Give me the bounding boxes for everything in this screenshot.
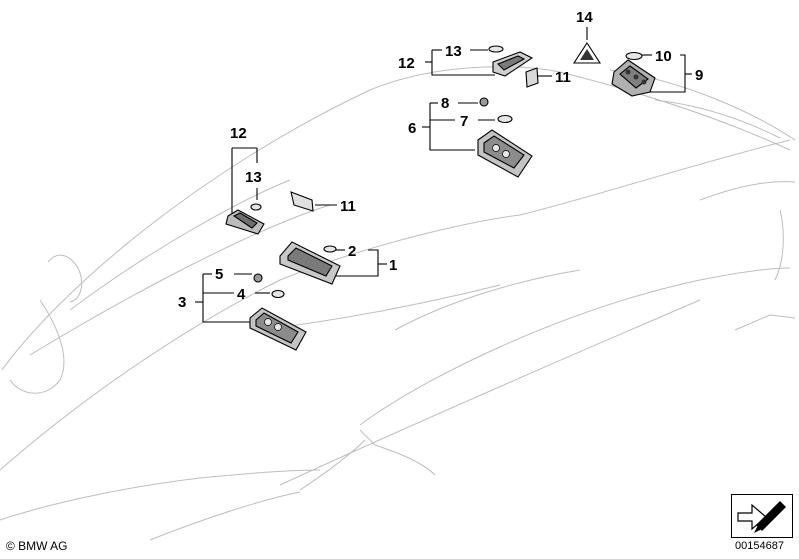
parts [225, 41, 656, 351]
callout-13-lower: 13 [245, 169, 262, 186]
callout-7: 7 [460, 113, 468, 130]
bulb-10 [625, 51, 643, 61]
callout-numbers: 1 2 3 4 5 6 7 8 9 10 11 11 12 12 13 13 1… [178, 9, 703, 311]
callout-14: 14 [576, 9, 593, 26]
callout-10: 10 [655, 48, 672, 65]
vehicle-outline [0, 66, 796, 541]
callout-4: 4 [237, 286, 246, 303]
leader-lines [195, 27, 692, 323]
callout-11-lower: 11 [340, 198, 356, 215]
next-page-button[interactable] [731, 494, 793, 538]
lens-lower [290, 191, 314, 212]
next-page-arrow-icon [737, 501, 786, 533]
callout-12-upper: 12 [398, 55, 415, 72]
bulb-lower [250, 203, 262, 211]
screw-5 [253, 273, 263, 283]
callout-1: 1 [389, 257, 397, 274]
callout-13-upper: 13 [445, 43, 462, 60]
callout-9: 9 [695, 67, 703, 84]
callout-12-lower: 12 [230, 125, 247, 142]
bulb-2 [323, 245, 337, 253]
lens-upper [525, 67, 539, 88]
callout-6: 6 [408, 120, 416, 137]
callout-2: 2 [348, 243, 356, 260]
screw-8 [479, 97, 489, 107]
callout-5: 5 [215, 266, 223, 283]
rear-interior-light [611, 59, 656, 97]
bulb-upper [488, 45, 504, 53]
interior-light-1 [279, 241, 341, 285]
callout-8: 8 [441, 95, 449, 112]
document-number: 00154687 [735, 540, 784, 552]
copyright-notice: © BMW AG [6, 539, 68, 553]
bulb-4 [271, 289, 285, 299]
hazard-warning-triangle-icon [572, 41, 602, 64]
reading-light-3 [249, 307, 307, 351]
bulb-7 [497, 114, 513, 124]
reading-lamp-upper [492, 51, 534, 77]
callout-3: 3 [178, 294, 186, 311]
reading-light-6 [477, 129, 533, 178]
callout-11-upper: 11 [555, 69, 571, 86]
reading-lamp-lower [225, 209, 265, 235]
